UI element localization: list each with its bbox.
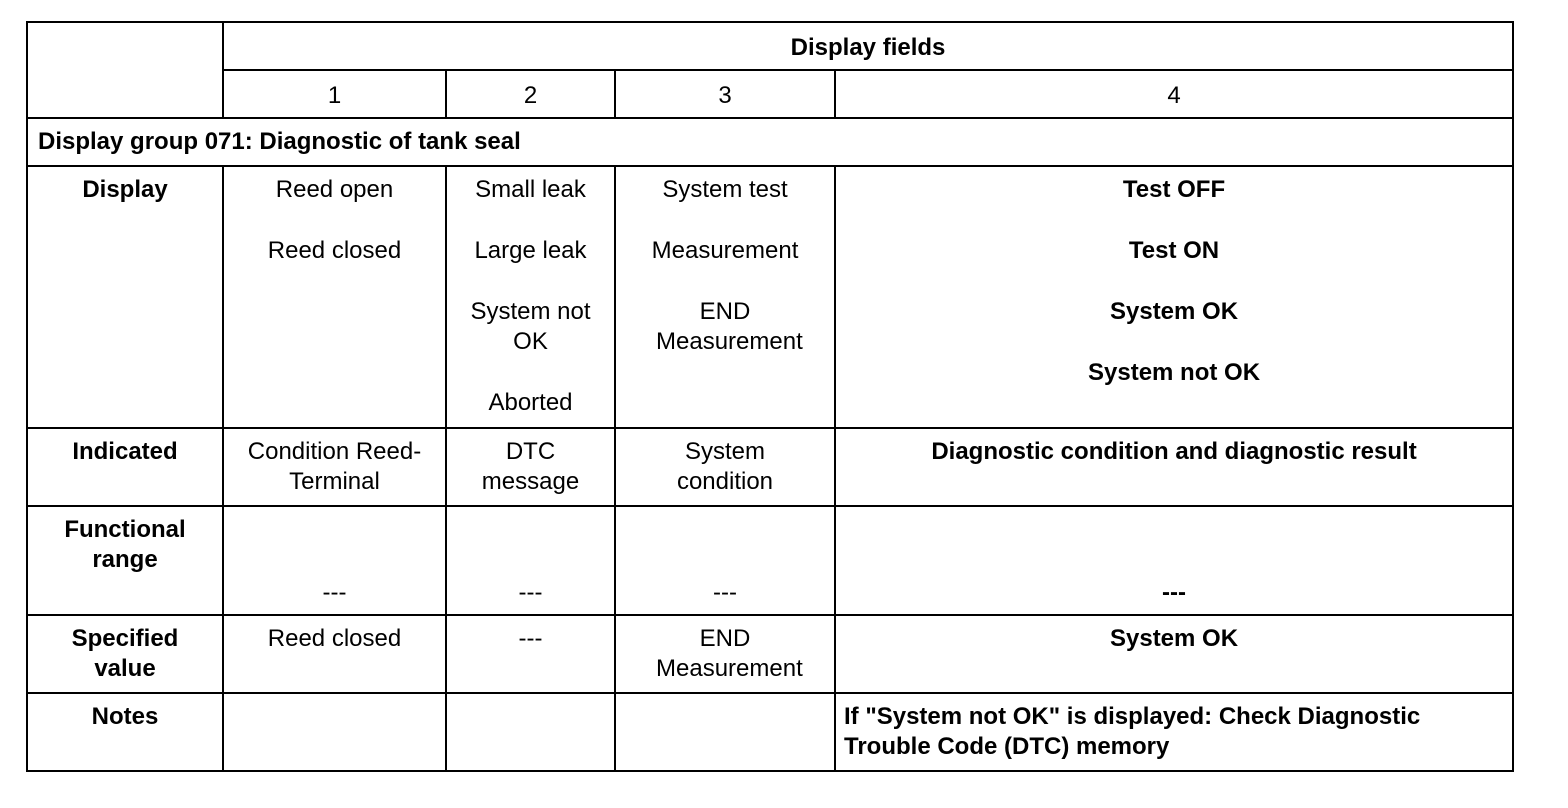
group-title: Display group 071: Diagnostic of tank se…	[25, 117, 1515, 167]
display-col2-item: Aborted	[488, 389, 573, 416]
display-col3-item: Measurement	[651, 237, 799, 264]
display-col4-item: Test OFF	[1122, 176, 1226, 203]
column-number-1: 1	[222, 69, 447, 119]
table-row: Notes If "System not OK" is displayed: C…	[26, 692, 1515, 772]
display-col4-item: Test ON	[1128, 237, 1220, 264]
display-col2: Small leak Large leak System not OK Abor…	[445, 165, 616, 429]
functional-range-col1-value: ---	[322, 579, 347, 606]
specified-value-col4: System OK	[833, 614, 1515, 694]
column-number-2: 2	[445, 69, 616, 119]
functional-range-col3-value: ---	[713, 579, 737, 606]
indicated-col3: System condition	[614, 427, 836, 507]
indicated-col4: Diagnostic condition and diagnostic resu…	[833, 427, 1515, 507]
specified-value-col1: Reed closed	[222, 614, 447, 694]
display-fields-header: Display fields	[221, 21, 1515, 71]
row-label-indicated: Indicated	[26, 427, 224, 507]
display-col1-item: Reed closed	[267, 237, 402, 264]
display-col4: Test OFF Test ON System OK System not OK	[833, 165, 1515, 429]
display-col1: Reed open Reed closed	[222, 165, 447, 429]
header-row-title: Display fields	[26, 21, 1515, 119]
column-number-4: 4	[833, 69, 1515, 119]
indicated-col2: DTC message	[445, 427, 616, 507]
display-col2-item: System not OK	[470, 298, 591, 355]
table-row: Specified value Reed closed --- END Meas…	[26, 614, 1515, 694]
group-title-row: Display group 071: Diagnostic of tank se…	[25, 117, 1515, 167]
functional-range-col2: ---	[445, 505, 616, 616]
functional-range-col2-value: ---	[518, 579, 543, 606]
display-col1-item: Reed open	[275, 176, 394, 203]
display-col4-item: System not OK	[1088, 359, 1261, 386]
header-row-numbers: 1 2 3 4	[27, 69, 1515, 119]
notes-col3	[614, 692, 836, 772]
table-row: Functional range --- --- --- ---	[26, 505, 1515, 616]
functional-range-col4-value: ---	[1162, 579, 1187, 606]
display-col2-item: Small leak	[475, 176, 586, 203]
row-label-specified-value: Specified value	[26, 614, 224, 694]
display-col3-item: END Measurement	[656, 298, 803, 355]
column-number-3: 3	[614, 69, 836, 119]
display-col3-item: System test	[662, 176, 788, 203]
display-col4-item: System OK	[1109, 298, 1239, 325]
table-row: Display Reed open Reed closed Small leak…	[26, 165, 1515, 429]
row-label-functional-range: Functional range	[26, 505, 224, 616]
notes-col4: If "System not OK" is displayed: Check D…	[833, 692, 1515, 772]
row-label-notes: Notes	[26, 692, 224, 772]
functional-range-col4: ---	[833, 505, 1515, 616]
display-group-table: Display fields 1 2 3 4 Display group 071…	[25, 21, 1515, 772]
functional-range-col3: ---	[614, 505, 836, 616]
specified-value-col2: ---	[445, 614, 616, 694]
display-col2-item: Large leak	[474, 237, 587, 264]
notes-col1	[222, 692, 447, 772]
indicated-col1: Condition Reed-Terminal	[222, 427, 447, 507]
notes-col2	[445, 692, 616, 772]
specified-value-col3: END Measurement	[614, 614, 836, 694]
table-row: Indicated Condition Reed-Terminal DTC me…	[26, 427, 1515, 507]
functional-range-col1: ---	[222, 505, 447, 616]
display-col3: System test Measurement END Measurement	[614, 165, 836, 429]
corner-cell	[26, 21, 224, 119]
row-label-display: Display	[26, 165, 224, 429]
